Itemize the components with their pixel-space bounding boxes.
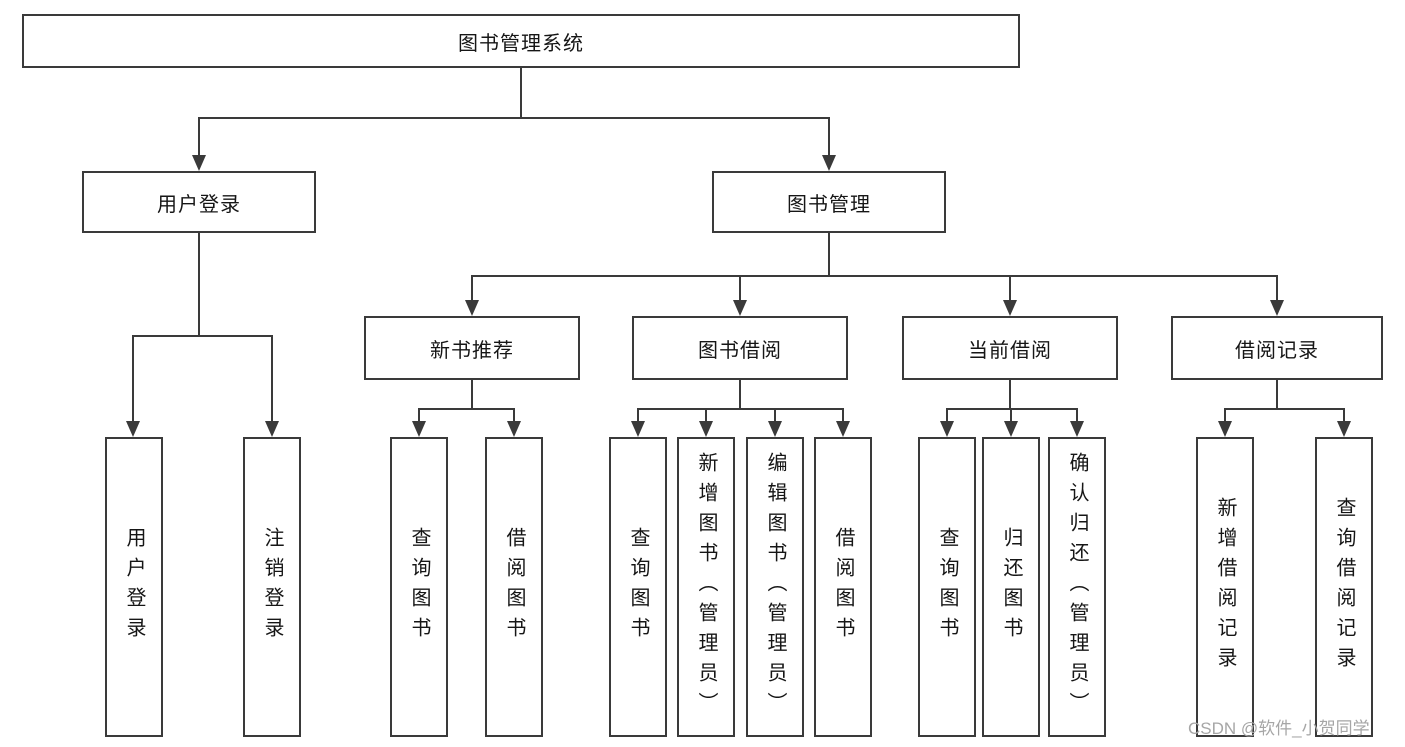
arrow-to-leaf-logout xyxy=(265,335,279,437)
arrow-to-leaf-query-borrow-record xyxy=(1337,408,1351,437)
node-label: 用户登录 xyxy=(157,193,241,216)
leaf-return-books: 归还图书 xyxy=(982,437,1040,737)
leaf-label: 借阅图书 xyxy=(503,527,525,647)
leaf-label: 归还图书 xyxy=(1000,527,1022,647)
connector-user-login-branch xyxy=(133,335,273,337)
leaf-add-book-admin: 新增图书（管理员） xyxy=(677,437,735,737)
node-label: 图书借阅 xyxy=(698,339,782,362)
arrow-to-leaf-add-book xyxy=(699,408,713,437)
connector-current-borrow-branch xyxy=(947,408,1078,410)
node-label: 新书推荐 xyxy=(430,339,514,362)
arrow-to-leaf-edit-book xyxy=(768,408,782,437)
connector-borrow-records-stem xyxy=(1276,380,1278,408)
arrow-to-current-borrow xyxy=(1003,275,1017,316)
arrow-to-book-management xyxy=(822,117,836,171)
leaf-edit-book-admin: 编辑图书（管理员） xyxy=(746,437,804,737)
arrow-to-leaf-add-borrow-record xyxy=(1218,408,1232,437)
leaf-label: 编辑图书（管理员） xyxy=(764,452,786,722)
connector-book-management-stem xyxy=(828,233,830,275)
connector-user-login-stem xyxy=(198,233,200,335)
node-book-borrow: 图书借阅 xyxy=(632,316,848,380)
node-label: 图书管理系统 xyxy=(458,32,584,55)
leaf-borrow-books-recommend: 借阅图书 xyxy=(485,437,543,737)
leaf-label: 查询借阅记录 xyxy=(1333,497,1355,677)
node-label: 图书管理 xyxy=(787,193,871,216)
leaf-add-borrow-record: 新增借阅记录 xyxy=(1196,437,1254,737)
leaf-label: 查询图书 xyxy=(408,527,430,647)
arrow-to-leaf-query-books-borrow xyxy=(631,408,645,437)
node-book-management: 图书管理 xyxy=(712,171,946,233)
leaf-borrow-books: 借阅图书 xyxy=(814,437,872,737)
arrow-to-leaf-return-books xyxy=(1004,408,1018,437)
connector-book-borrow-branch xyxy=(638,408,844,410)
connector-new-book-branch xyxy=(418,408,515,410)
leaf-label: 用户登录 xyxy=(123,527,145,647)
connector-borrow-records-branch xyxy=(1225,408,1345,410)
node-label: 当前借阅 xyxy=(968,339,1052,362)
leaf-query-books-current: 查询图书 xyxy=(918,437,976,737)
node-root-library-system: 图书管理系统 xyxy=(22,14,1020,68)
arrow-to-leaf-borrow-books-recommend xyxy=(507,408,521,437)
leaf-label: 确认归还（管理员） xyxy=(1066,452,1088,722)
arrow-to-leaf-query-books-recommend xyxy=(412,408,426,437)
arrow-to-user-login xyxy=(192,117,206,171)
connector-root-branch xyxy=(199,117,830,119)
leaf-label: 查询图书 xyxy=(936,527,958,647)
connector-current-borrow-stem xyxy=(1009,380,1011,408)
leaf-query-books-recommend: 查询图书 xyxy=(390,437,448,737)
leaf-label: 注销登录 xyxy=(261,527,283,647)
arrow-to-leaf-user-login xyxy=(126,335,140,437)
leaf-user-login: 用户登录 xyxy=(105,437,163,737)
arrow-to-leaf-confirm-return xyxy=(1070,408,1084,437)
csdn-watermark: CSDN @软件_小贺同学 xyxy=(1188,719,1370,738)
connector-book-borrow-stem xyxy=(739,380,741,408)
arrow-to-borrow-records xyxy=(1270,275,1284,316)
node-label: 借阅记录 xyxy=(1235,339,1319,362)
node-user-login: 用户登录 xyxy=(82,171,316,233)
arrow-to-book-borrow xyxy=(733,275,747,316)
arrow-to-leaf-borrow-books xyxy=(836,408,850,437)
leaf-query-books-borrow: 查询图书 xyxy=(609,437,667,737)
connector-book-management-branch xyxy=(472,275,1278,277)
connector-new-book-stem xyxy=(471,380,473,408)
leaf-label: 借阅图书 xyxy=(832,527,854,647)
leaf-confirm-return-admin: 确认归还（管理员） xyxy=(1048,437,1106,737)
leaf-label: 查询图书 xyxy=(627,527,649,647)
leaf-label: 新增借阅记录 xyxy=(1214,497,1236,677)
leaf-label: 新增图书（管理员） xyxy=(695,452,717,722)
arrow-to-leaf-query-books-current xyxy=(940,408,954,437)
leaf-query-borrow-record: 查询借阅记录 xyxy=(1315,437,1373,737)
node-new-book-recommend: 新书推荐 xyxy=(364,316,580,380)
node-current-borrow: 当前借阅 xyxy=(902,316,1118,380)
node-borrow-records: 借阅记录 xyxy=(1171,316,1383,380)
leaf-logout: 注销登录 xyxy=(243,437,301,737)
arrow-to-new-book-recommend xyxy=(465,275,479,316)
connector-root-stem xyxy=(520,68,522,117)
